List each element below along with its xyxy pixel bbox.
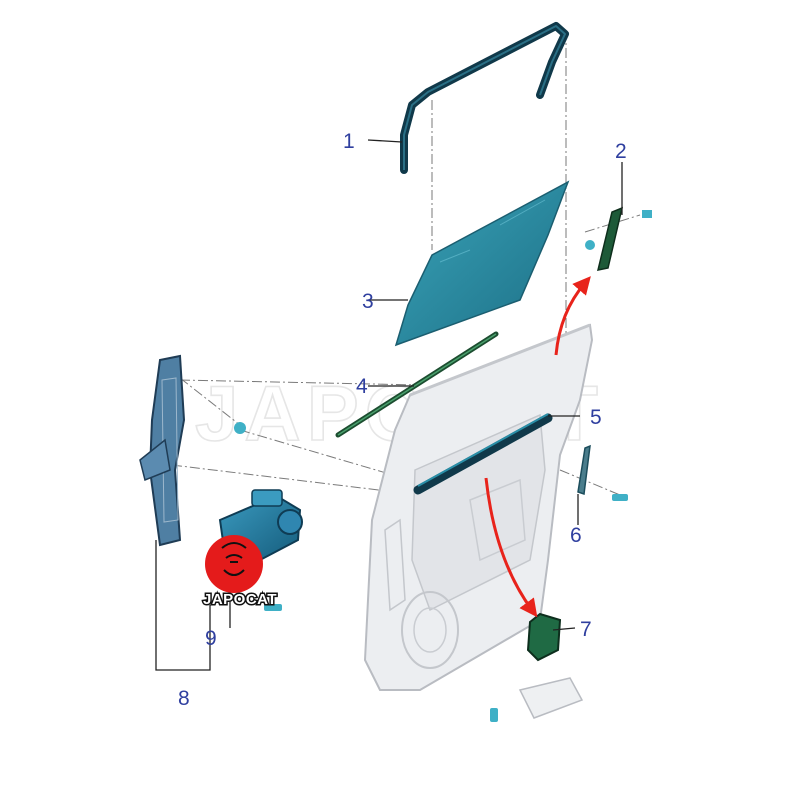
callout-7: 7 — [580, 618, 592, 641]
callout-1: 1 — [343, 130, 355, 153]
window-regulator-assembly — [139, 354, 246, 547]
rear-glass-guide — [585, 206, 652, 271]
japocat-logo: JAPOCAT — [202, 535, 278, 610]
window-switch — [490, 612, 584, 722]
callout-3: 3 — [362, 290, 374, 313]
belt-weatherstrip — [335, 331, 499, 438]
callout-8: 8 — [178, 687, 190, 710]
callout-5: 5 — [590, 406, 602, 429]
callout-4: 4 — [356, 375, 368, 398]
logo-text: JAPOCAT — [203, 591, 277, 608]
belt-moulding — [413, 413, 553, 495]
leader-lines — [155, 139, 623, 671]
callout-6: 6 — [570, 524, 582, 547]
callout-2: 2 — [615, 140, 627, 163]
movement-arrows — [484, 276, 591, 618]
door-glass — [394, 180, 570, 347]
lower-channel-bracket — [577, 444, 628, 501]
callout-9: 9 — [205, 627, 217, 650]
window-run-channel — [400, 22, 569, 174]
